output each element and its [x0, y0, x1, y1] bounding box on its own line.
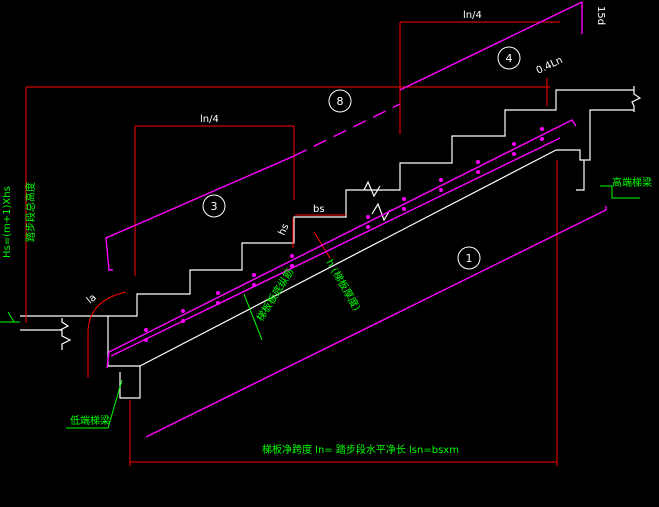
dimension-labels: ln/4 ln/4 0.4Ln bs hs la 15d — [85, 6, 606, 306]
ln4-top-label: ln/4 — [463, 10, 482, 21]
ln4-mid-label: ln/4 — [200, 114, 219, 125]
anchor-label: la — [85, 292, 99, 306]
high-beam-label: 高端梯梁 — [612, 176, 652, 189]
low-end-beam-outline — [20, 315, 141, 399]
callout-3: 3 — [211, 200, 218, 213]
callout-1-circle — [457, 246, 481, 270]
callout-4-circle — [497, 46, 521, 70]
break-mark-mid-low — [371, 202, 391, 222]
break-mark-mid-top — [363, 180, 381, 198]
height-formula: Hs=(m+1)Xhs — [2, 186, 13, 258]
number-labels: 1 3 4 8 — [211, 52, 513, 265]
annotation-leaders — [0, 185, 640, 429]
number-circles — [202, 46, 521, 270]
dimension-lines — [25, 21, 560, 466]
slab-thickness-label: h (梯板厚度) — [323, 257, 363, 313]
tread-label: bs — [313, 204, 325, 215]
slab-rebar-label: 梯板板底纵筋 — [254, 266, 297, 324]
height-caption: 踏步段总高度 — [24, 182, 37, 242]
top-vertical-label: 15d — [595, 6, 606, 25]
callout-4: 4 — [506, 52, 513, 65]
rebar-3-left-top — [105, 155, 295, 271]
stair-structure — [20, 86, 642, 399]
rebar-dots — [144, 127, 544, 342]
rebar-3-dashed — [293, 103, 401, 157]
callout-8: 8 — [337, 95, 344, 108]
offset-label: 0.4Ln — [535, 55, 565, 77]
break-mark-left — [59, 318, 70, 331]
callout-3-circle — [202, 194, 226, 218]
low-beam-label: 低端梯梁 — [70, 414, 110, 427]
rebar-1-bottom — [145, 206, 607, 438]
high-end-beam-outline — [556, 109, 634, 161]
callout-8-circle — [328, 89, 352, 113]
riser-label: hs — [277, 222, 292, 237]
rebar-8-lower — [110, 137, 561, 357]
bottom-formula: 梯板净跨度 ln= 踏步段水平净长 lsn=bsxm — [262, 443, 459, 456]
low-end-beam-lower — [20, 329, 72, 350]
high-end-beam-lower — [576, 160, 585, 191]
step-profile — [108, 89, 634, 317]
rebars — [105, 1, 607, 438]
la-anchor-arc — [87, 291, 127, 378]
callout-1: 1 — [466, 252, 473, 265]
slab-soffit — [139, 149, 557, 367]
rebar-4-top — [399, 1, 583, 91]
break-mark-right — [631, 86, 642, 112]
rebar-8-long — [106, 119, 577, 369]
